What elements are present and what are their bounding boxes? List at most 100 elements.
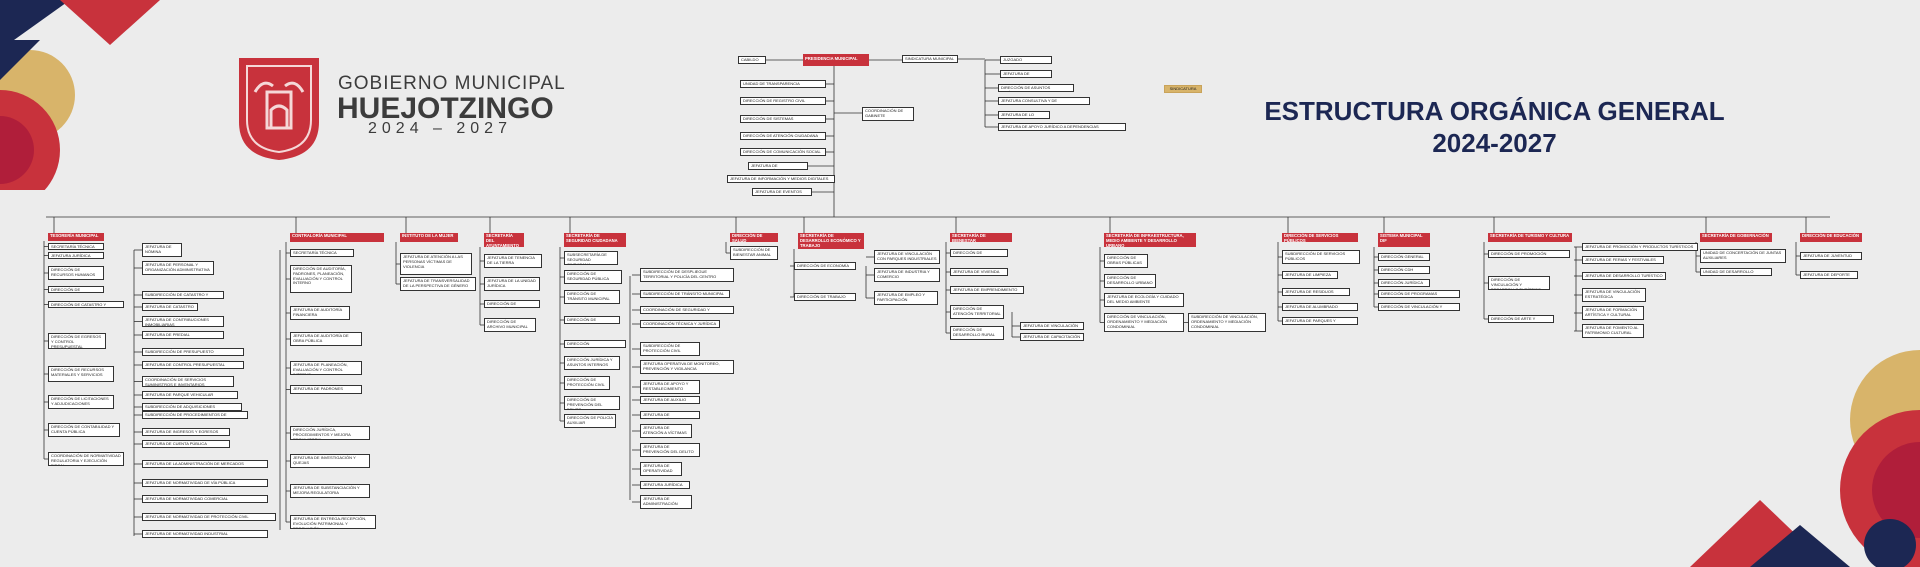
org-unit-box: JEFATURA DE ECOLOGÍA Y CUIDADO DEL MEDIO… [1104, 293, 1184, 307]
org-unit-box: SUBDIRECCIÓN DE DESPLIEGUE TERRITORIAL Y… [640, 268, 734, 282]
department-header-infraestructura: SECRETARÍA DE INFRAESTRUCTURA, MEDIO AMB… [1104, 233, 1196, 247]
org-unit-box: JEFATURA DE PERSONAL Y ORGANIZACIÓN ADMI… [142, 261, 214, 275]
org-unit-box: JEFATURA DE EMPLEO Y PARTICIPACIÓN [874, 291, 938, 305]
org-unit-box: JEFATURA DE LIMPIEZA [1282, 271, 1338, 279]
department-header-salud: DIRECCIÓN DE SALUD [730, 233, 778, 242]
department-header-tesoreria: TESORERÍA MUNICIPAL [48, 233, 104, 241]
org-unit-box: DIRECCIÓN JURÍDICA Y ASUNTOS INTERNOS [564, 356, 620, 370]
org-unit-box: JEFATURA DE ATENCIÓN A LAS PERSONAS VÍCT… [400, 253, 472, 275]
org-unit-box: JEFATURA DE DESARROLLO TURÍSTICO [1582, 272, 1666, 280]
org-unit-box: DIRECCIÓN DE SEGURIDAD PÚBLICA [564, 270, 622, 284]
coordinacion-gabinete-box: COORDINACIÓN DE GABINETE [862, 107, 914, 121]
org-unit-box: COORDINACIÓN TÉCNICA Y JURÍDICA [640, 320, 720, 328]
department-header-desarrollo_economico: SECRETARÍA DE DESARROLLO ECONÓMICO Y TRA… [798, 233, 864, 249]
org-unit-box: DIRECCIÓN DE DESARROLLO RURAL [950, 326, 1004, 340]
org-unit-box: DIRECCIÓN DE PROMOCIÓN TURÍSTICA [1488, 250, 1570, 258]
top-unit-item: DIRECCIÓN DE REGISTRO CIVIL [740, 97, 826, 105]
org-unit-box: JEFATURA DE ATENCIÓN A VÍCTIMAS [640, 424, 692, 438]
org-unit-box: DIRECCIÓN DE PROTECCIÓN CIVIL [564, 376, 610, 390]
org-unit-box: DIRECCIÓN DE ARTE Y CULTURA [1488, 315, 1554, 323]
org-unit-box: DIRECCIÓN DE PROGRAMAS COMUNITARIOS [1378, 290, 1460, 298]
org-unit-box: DIRECCIÓN DE CONTABILIDAD Y CUENTA PÚBLI… [48, 423, 120, 437]
org-unit-box: JEFATURA JURÍDICA [640, 481, 690, 489]
org-unit-box: DIRECCIÓN DE EGRESOS Y CONTROL PRESUPUES… [48, 333, 106, 349]
org-unit-box: JEFATURA DE NORMATIVIDAD DE PROTECCIÓN C… [142, 513, 276, 521]
department-header-turismo: SECRETARÍA DE TURISMO Y CULTURA [1488, 233, 1572, 242]
org-unit-box: JEFATURA DE OPERATIVIDAD [640, 462, 682, 476]
sindicatura-unit-item: DIRECCIÓN DE ASUNTOS JURÍDICOS [998, 84, 1074, 92]
org-unit-box: JEFATURA DE PREVENCIÓN DEL DELITO [640, 443, 700, 457]
org-unit-box: DIRECCIÓN DE C.E.R.E.S.O. [564, 316, 620, 324]
org-unit-box: DIRECCIÓN DE VINCULACIÓN, ORDENAMIENTO Y… [1104, 313, 1184, 332]
sindicatura-unit-item: JEFATURA DE APOYO JURÍDICO A DEPENDENCIA… [998, 123, 1126, 131]
department-header-servicios: DIRECCIÓN DE SERVICIOS PÚBLICOS [1282, 233, 1358, 242]
org-unit-box: JEFATURA DE INDUSTRIA Y COMERCIO [874, 268, 940, 282]
org-unit-box: JEFATURA DE CONTRIBUCIONES INMOBILIARIAS [142, 316, 224, 327]
org-unit-box: DIRECCIÓN JURÍDICA [1378, 279, 1430, 287]
org-unit-box: JEFATURA DE PROMOCIÓN Y PRODUCTOS TURÍST… [1582, 243, 1698, 251]
org-unit-box: SUBDIRECCIÓN DE VINCULACIÓN, ORDENAMIENT… [1188, 313, 1266, 332]
org-unit-box: JEFATURA DE VINCULACIÓN CON PARQUES INDU… [874, 250, 940, 264]
org-unit-box: COORDINACIÓN DE SERVICIOS SUMINISTROS E … [142, 376, 234, 387]
org-unit-box: JEFATURA DE DEPORTE [1800, 271, 1858, 279]
department-header-seguridad: SECRETARÍA DE SEGURIDAD CIUDADANA [564, 233, 626, 247]
org-unit-box: JEFATURA DE VINCULACIÓN [1020, 322, 1084, 330]
org-unit-box: SUBDIRECCIÓN DE PRESUPUESTO [142, 348, 244, 356]
org-unit-box: DIRECCIÓN GENERAL [1378, 253, 1430, 261]
org-unit-box: JEFATURA DE APOYO Y RESTABLECIMIENTO [640, 380, 700, 394]
org-unit-box: JEFATURA DE PARQUES Y JARDINES [1282, 317, 1358, 325]
org-unit-box: JEFATURA DE CAPACITACIÓN [640, 411, 700, 419]
org-unit-box: JEFATURA DE VINCULACIÓN ESTRATÉGICA [1582, 288, 1646, 302]
org-unit-box: JEFATURA DE ENTREGA-RECEPCIÓN, EVOLUCIÓN… [290, 515, 376, 529]
org-unit-box: DIRECCIÓN DE RECURSOS MATERIALES Y SERVI… [48, 366, 114, 382]
org-unit-box: JEFATURA DE PREDIAL [142, 331, 224, 339]
org-unit-box: DIRECCIÓN DE TRABAJO [794, 293, 856, 301]
org-unit-box: COORDINACIÓN DE NORMATIVIDAD REGULATORIA… [48, 452, 124, 466]
org-unit-box: JEFATURA DE AUDITORÍA DE OBRA PÚBLICA [290, 332, 362, 346]
org-unit-box: DIRECCIÓN DE MIGRACIÓN [484, 300, 540, 308]
org-unit-box: JEFATURA OPERATIVA DE MONITOREO, PREVENC… [640, 360, 734, 374]
top-unit-item: DIRECCIÓN DE COMUNICACIÓN SOCIAL [740, 148, 826, 156]
page-title: ESTRUCTURA ORGÁNICA GENERAL [1264, 96, 1725, 126]
top-unit-item: DIRECCIÓN DE ATENCIÓN CIUDADANA [740, 132, 826, 140]
org-unit-box: DIRECCIÓN DE VINCULACIÓN Y TRABAJO [1378, 303, 1460, 311]
sindicatura-unit-item: JEFATURA DE PANTEONES [1000, 70, 1052, 78]
org-unit-box: DIRECCIÓN JURÍDICA, PROCEDIMIENTOS Y MEJ… [290, 426, 370, 440]
org-unit-box: JEFATURA DE PARQUE VEHICULAR [142, 391, 238, 399]
cabildo-box: CABILDO [738, 56, 766, 64]
org-unit-box: SUBDIRECCIÓN DE TRÁNSITO MUNICIPAL [640, 290, 730, 298]
org-unit-box: SUBSECRETARÍA DE SEGURIDAD CIUDADANA [564, 251, 618, 265]
org-unit-box: JEFATURA DE CUENTA PÚBLICA [142, 440, 230, 448]
sindicatura-unit-item: JEFATURA DE LO CONTENCIOSO [998, 111, 1050, 119]
org-unit-box: DIRECCIÓN DE DESARROLLO URBANO [1104, 274, 1156, 288]
org-unit-box: JEFATURA DE LA ADMINISTRACIÓN DE MERCADO… [142, 460, 268, 468]
sindicatura-unit-item: JUZGADO CALIFICADOR [1000, 56, 1052, 64]
org-unit-box: DIRECCIÓN DE ARCHIVO MUNICIPAL [484, 318, 536, 332]
org-unit-box: DIRECCIÓN DE POLICÍA AUXILIAR [564, 414, 616, 428]
org-unit-box: JEFATURA DE ADMINISTRACIÓN [640, 495, 692, 509]
gov-name-line1: GOBIERNO MUNICIPAL [338, 73, 566, 94]
org-unit-box: JEFATURA DE CATASTRO [142, 303, 198, 311]
org-unit-box: DIRECCIÓN ADMINISTRATIVA [564, 340, 626, 348]
top-unit-item: UNIDAD DE TRANSPARENCIA [740, 80, 826, 88]
org-unit-box: DIRECCIÓN DE OBRAS PÚBLICAS [1104, 254, 1148, 268]
org-unit-box: JEFATURA DE AUXILIO [640, 396, 700, 404]
sindicatura-unit-item: JEFATURA CONSULTIVA Y DE NORMATIVIDAD [998, 97, 1090, 105]
department-header-gobernacion: SECRETARÍA DE GOBERNACIÓN [1700, 233, 1772, 242]
org-unit-box: JEFATURA DE PLANEACIÓN, EVALUACIÓN Y CON… [290, 361, 362, 375]
org-unit-box: JEFATURA DE JUVENTUD [1800, 252, 1862, 260]
org-unit-box: JEFATURA DE VIVIENDA [950, 268, 1008, 276]
org-unit-box: DIRECCIÓN DE CATASTRO Y PREDIAL [48, 301, 124, 308]
org-unit-box: SUBDIRECCIÓN DE CATASTRO Y PREDIAL [142, 291, 224, 299]
org-unit-box: JEFATURA DE LA UNIDAD JURÍDICA [484, 277, 540, 291]
org-unit-box: DIRECCIÓN DE BIENESTAR [950, 249, 1008, 257]
org-unit-box: COORDINACIÓN DE SEGURIDAD Y CUSTODIA [640, 306, 734, 314]
department-header-secretaria: SECRETARÍA DEL AYUNTAMIENTO [484, 233, 524, 247]
org-unit-box: JEFATURA DE PADRONES [290, 385, 362, 394]
org-unit-box: DIRECCIÓN DE TRÁNSITO MUNICIPAL [564, 290, 620, 304]
top-unit-item: JEFATURA DE EVENTOS [752, 188, 812, 196]
department-header-bienestar: SECRETARÍA DE BIENESTAR [950, 233, 1012, 242]
sindicatura-tag: SINDICATURA [1164, 85, 1202, 93]
org-unit-box: JEFATURA DE TRANSVERSALIDAD DE LA PERSPE… [400, 277, 476, 291]
